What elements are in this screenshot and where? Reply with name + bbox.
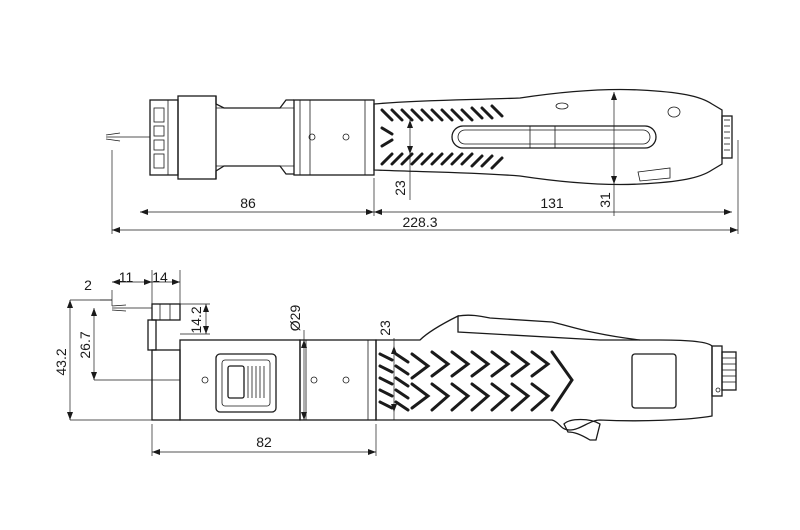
motor-housing-side [179,339,377,421]
dim-43-2: 43.2 [53,348,69,375]
body-top [293,99,375,176]
grip-ribs-top [380,104,504,170]
dim-26-7: 26.7 [77,331,93,358]
trigger [563,418,601,441]
dim-14: 14 [152,269,168,285]
dim-11: 11 [119,269,134,285]
dim-82: 82 [256,434,272,450]
handle-top [373,88,733,186]
top-view: 86 131 228.3 23 31 [105,88,739,234]
top-dimensions [111,92,739,234]
dim-23-top: 23 [392,180,408,196]
dim-phi-29: Ø29 [287,305,303,332]
side-view: 2 11 14 14.2 26.7 43.2 Ø29 23 82 [53,269,737,456]
forward-reverse-switch [247,366,265,398]
chuck-side [147,303,181,421]
dim-131: 131 [540,195,564,211]
side-dimensions [67,270,397,456]
grip-ribs-side [378,350,574,412]
dim-228-3: 228.3 [402,214,437,230]
dim-23-side: 23 [377,320,393,336]
chuck-top [149,95,294,180]
dim-86: 86 [240,195,256,211]
display-window [631,353,677,409]
dim-14-2: 14.2 [188,306,204,333]
dim-2: 2 [84,277,92,293]
handle-side [375,314,737,441]
dim-31: 31 [597,192,613,208]
